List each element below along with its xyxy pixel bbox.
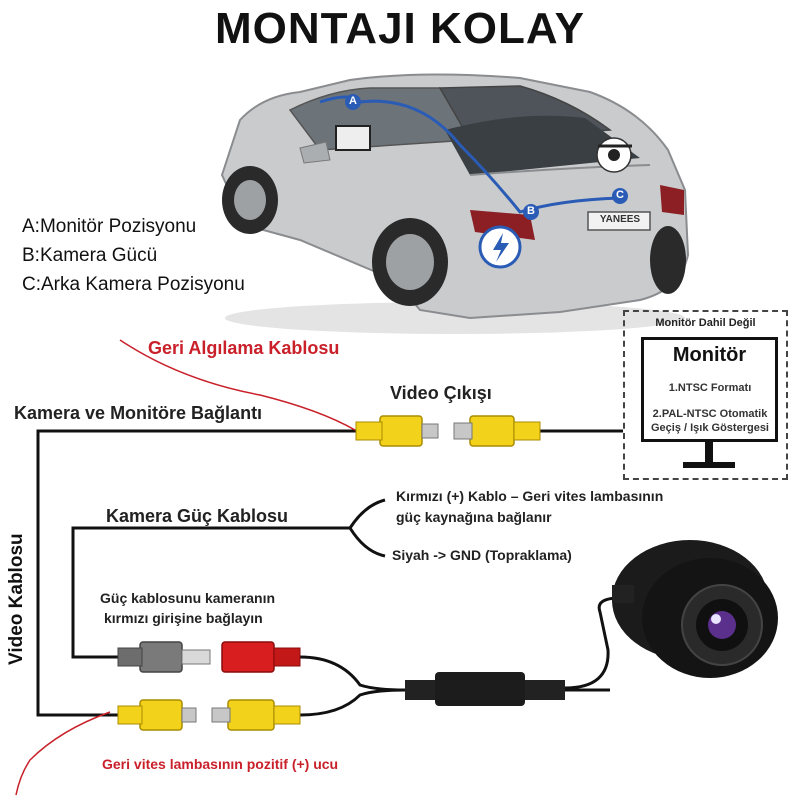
red-signal-wires <box>15 339 356 796</box>
marker-c-label: C <box>616 189 624 201</box>
monitor-not-included-box <box>623 310 788 480</box>
legend-item-a: A:Monitör Pozisyonu <box>22 216 197 237</box>
monitor-title: Monitör <box>672 344 747 366</box>
rca-yellow-bottom-right <box>211 699 301 731</box>
inline-cable-box <box>405 672 565 706</box>
marker-a-label: A <box>349 95 357 107</box>
car-illustration <box>220 73 690 334</box>
monitor-not-included-label: Monitör Dahil Değil <box>655 317 756 329</box>
monitor-stand-base <box>683 462 735 468</box>
monitor-feature-2a: 2.PAL-NTSC Otomatik <box>652 408 768 420</box>
marker-a <box>345 94 361 110</box>
monitor-stand-neck <box>705 442 713 466</box>
monitor-feature-1: 1.NTSC Formatı <box>668 382 752 394</box>
marker-b <box>523 204 539 220</box>
reverse-light-positive-label: Geri vites lambasının pozitif (+) ucu <box>102 756 339 772</box>
reverse-sense-cable-label: Geri Algılama Kablosu <box>148 338 340 358</box>
power-to-camera-line-2: kırmızı girişine bağlayın <box>104 610 263 626</box>
red-cable-note-line-2: güç kaynağına bağlanır <box>396 509 552 525</box>
marker-c <box>612 188 628 204</box>
rca-red-plug <box>221 641 301 673</box>
marker-b-label: B <box>527 205 535 217</box>
red-cable-note-line-1: Kırmızı (+) Kablo – Geri vites lambasını… <box>396 488 664 504</box>
video-output-label: Video Çıkışı <box>390 383 492 403</box>
rca-gray-plug <box>117 641 211 673</box>
camera-power-cable-label: Kamera Güç Kablosu <box>106 506 289 526</box>
black-cable-note: Siyah -> GND (Topraklama) <box>392 547 572 563</box>
monitor-feature-2b: Geçiş / Işık Göstergesi <box>650 422 769 434</box>
power-to-camera-line-1: Güç kablosunu kameranın <box>100 590 276 606</box>
rear-camera <box>612 540 778 678</box>
license-plate-text: YANEES <box>599 214 641 225</box>
rca-yellow-bottom-left <box>117 699 197 731</box>
rca-yellow-top-right <box>453 415 541 447</box>
legend-item-b: B:Kamera Gücü <box>22 245 158 266</box>
monitor-screen <box>641 337 778 442</box>
video-cable-label: Video Kablosu <box>6 533 27 665</box>
legend-item-c: C:Arka Kamera Pozisyonu <box>22 274 245 295</box>
rca-yellow-top-left <box>355 415 439 447</box>
camera-monitor-connection-label: Kamera ve Monitöre Bağlantı <box>14 403 263 423</box>
cable-network <box>36 429 623 717</box>
page-title: MONTAJI KOLAY <box>215 4 585 53</box>
